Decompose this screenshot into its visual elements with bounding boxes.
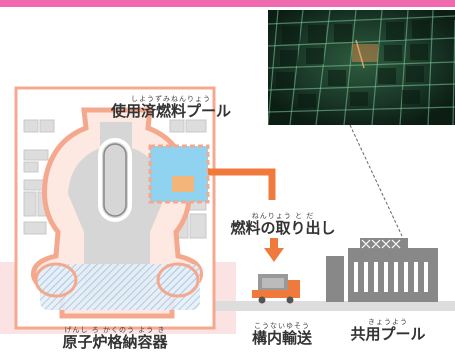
- label-common-pool: きょうよう 共用プール: [338, 318, 438, 343]
- label-fuel-removal: ねんりょう と だ 燃料の取り出し: [218, 212, 348, 237]
- ground: [200, 301, 455, 311]
- label-common-pool-ruby: きょうよう: [368, 318, 408, 326]
- label-containment-vessel-ruby: げんし ろ かくのう よう き: [64, 326, 166, 334]
- label-common-pool-text: 共用プール: [350, 325, 426, 343]
- label-onsite-transport-ruby: こうないゆそう: [254, 322, 310, 330]
- label-onsite-transport: こうないゆそう 構内輸送: [242, 322, 322, 347]
- label-containment-vessel: げんし ろ かくのう よう き 原子炉格納容器: [40, 326, 190, 351]
- reactor-building: [14, 86, 216, 330]
- reactor-pressure-vessel: [98, 138, 132, 222]
- transport-truck: [252, 274, 300, 304]
- label-onsite-transport-text: 構内輸送: [251, 329, 312, 347]
- fuel-in-pool: [172, 176, 194, 192]
- label-spent-fuel-pool-text: 使用済燃料プール: [110, 102, 231, 120]
- label-containment-vessel-text: 原子炉格納容器: [62, 333, 168, 351]
- spent-fuel-pool: [148, 144, 210, 204]
- photo-pointer-line: [349, 124, 403, 237]
- label-fuel-removal-text: 燃料の取り出し: [230, 219, 336, 237]
- label-fuel-removal-ruby: ねんりょう と だ: [251, 212, 315, 220]
- header-accent-bar: [0, 0, 455, 7]
- transfer-arrow: [208, 168, 276, 200]
- common-pool-building: [326, 238, 438, 302]
- label-spent-fuel-pool: しようずみねんりょう 使用済燃料プール: [96, 95, 246, 120]
- fuel-rack-photo: [268, 10, 455, 125]
- label-spent-fuel-pool-ruby: しようずみねんりょう: [131, 95, 211, 103]
